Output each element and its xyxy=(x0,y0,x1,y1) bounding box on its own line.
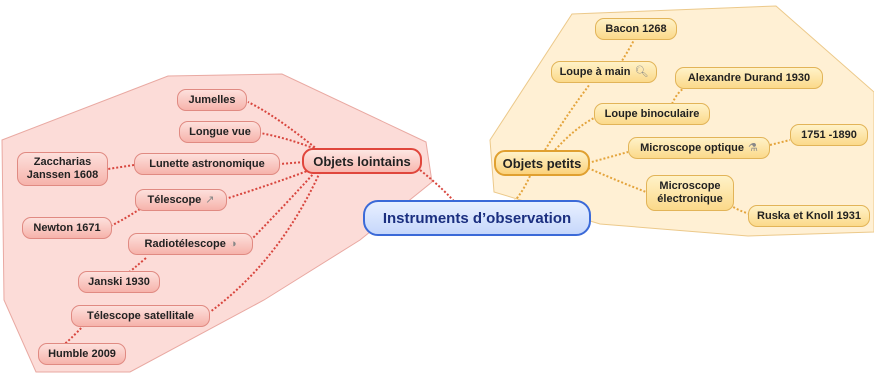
telescope-label: Télescope xyxy=(147,193,202,206)
loupe-a-main-node[interactable]: Loupe à main 🔍︎ xyxy=(551,61,657,83)
ruska-knoll-node[interactable]: Ruska et Knoll 1931 xyxy=(748,205,870,227)
loupe-binoculaire-node[interactable]: Loupe binoculaire xyxy=(594,103,710,125)
zaccharias-janssen-label: Zaccharias Janssen 1608 xyxy=(26,156,99,181)
magnifier-icon: 🔍︎ xyxy=(634,65,649,78)
microscope-dates-node[interactable]: 1751 -1890 xyxy=(790,124,868,146)
microscope-optique-label: Microscope optique xyxy=(640,141,745,154)
bacon-node[interactable]: Bacon 1268 xyxy=(595,18,677,40)
microscope-dates-label: 1751 -1890 xyxy=(801,128,857,141)
zaccharias-janssen-node[interactable]: Zaccharias Janssen 1608 xyxy=(17,152,108,186)
humble-node[interactable]: Humble 2009 xyxy=(38,343,126,365)
newton-label: Newton 1671 xyxy=(33,221,101,234)
lunette-astronomique-node[interactable]: Lunette astronomique xyxy=(134,153,280,175)
microscope-electronique-node[interactable]: Microscope électronique xyxy=(646,175,734,211)
radiotelescope-label: Radiotélescope xyxy=(144,237,226,250)
telescope-node[interactable]: Télescope ↗ xyxy=(135,189,227,211)
radiotelescope-node[interactable]: Radiotélescope ◑ xyxy=(128,233,253,255)
objets-petits-node[interactable]: Objets petits xyxy=(494,150,590,176)
telescope-satellitale-label: Télescope satellitale xyxy=(87,309,194,322)
ruska-knoll-label: Ruska et Knoll 1931 xyxy=(757,209,861,222)
objets-petits-label: Objets petits xyxy=(502,155,582,171)
telescope-icon: ↗ xyxy=(205,193,215,206)
microscope-optique-node[interactable]: Microscope optique ⚗ xyxy=(628,137,770,159)
microscope-electronique-label: Microscope électronique xyxy=(657,180,723,205)
longue-vue-node[interactable]: Longue vue xyxy=(179,121,261,143)
root-node[interactable]: Instruments d’observation xyxy=(363,200,591,236)
loupe-binoculaire-label: Loupe binoculaire xyxy=(604,107,700,120)
janski-node[interactable]: Janski 1930 xyxy=(78,271,160,293)
loupe-a-main-label: Loupe à main xyxy=(559,65,631,78)
telescope-satellitale-node[interactable]: Télescope satellitale xyxy=(71,305,210,327)
janski-label: Janski 1930 xyxy=(88,275,150,288)
satellite-dish-icon: ◑ xyxy=(229,237,237,250)
microscope-icon: ⚗ xyxy=(748,141,758,154)
alexandre-durand-label: Alexandre Durand 1930 xyxy=(687,71,811,84)
root-label: Instruments d’observation xyxy=(382,209,572,227)
objets-lointains-label: Objets lointains xyxy=(313,153,411,169)
jumelles-node[interactable]: Jumelles xyxy=(177,89,247,111)
jumelles-label: Jumelles xyxy=(188,93,236,106)
objets-lointains-node[interactable]: Objets lointains xyxy=(302,148,422,174)
lunette-astronomique-label: Lunette astronomique xyxy=(149,157,265,170)
longue-vue-label: Longue vue xyxy=(189,125,251,138)
alexandre-durand-node[interactable]: Alexandre Durand 1930 xyxy=(675,67,823,89)
bacon-label: Bacon 1268 xyxy=(605,22,667,35)
newton-node[interactable]: Newton 1671 xyxy=(22,217,112,239)
humble-label: Humble 2009 xyxy=(48,347,116,360)
objets-petits-links xyxy=(505,39,791,215)
